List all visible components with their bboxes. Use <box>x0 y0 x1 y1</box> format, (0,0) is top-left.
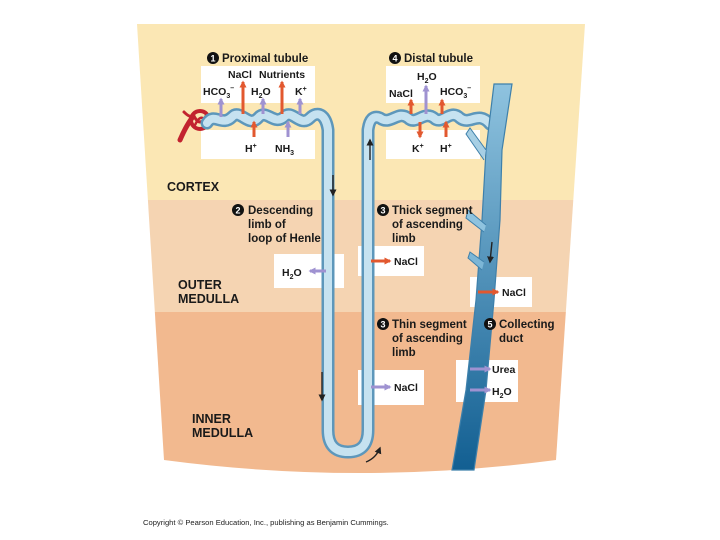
thick-title-line3: limb <box>392 233 416 245</box>
thin-title-line1: Thin segment <box>392 319 467 331</box>
descending-h2o-label: H2O <box>282 267 302 281</box>
section-3-thin-badge: 3 <box>377 318 389 330</box>
svg-text:5: 5 <box>487 320 492 330</box>
proximal-top-panel <box>201 66 315 103</box>
collecting-duct <box>451 83 513 471</box>
proximal-tubule-title: Proximal tubule <box>222 53 308 65</box>
thick-title-line2: of ascending <box>392 219 463 231</box>
proximal-nutrients-label: Nutrients <box>259 69 305 81</box>
outer-cd-nacl-label: NaCl <box>502 287 526 299</box>
cortex-zone <box>137 24 585 200</box>
thick-nacl-label: NaCl <box>394 256 418 268</box>
thin-nacl-label: NaCl <box>394 382 418 394</box>
nephron-tubule <box>200 107 497 459</box>
distal-hco3-label: HCO3– <box>440 85 471 100</box>
tubule-lumen <box>203 110 494 456</box>
cortex-label: CORTEX <box>167 180 220 194</box>
copyright-notice: Copyright © Pearson Education, Inc., pub… <box>143 518 389 527</box>
proximal-transport-arrows <box>217 80 304 137</box>
descending-title-line2: limb of <box>248 219 286 231</box>
distal-top-panel <box>386 66 480 103</box>
proximal-k-label: K+ <box>295 86 307 98</box>
proximal-nacl-label: NaCl <box>228 69 252 81</box>
thin-title-line3: limb <box>392 347 416 359</box>
svg-text:3: 3 <box>380 206 385 216</box>
thin-title-line2: of ascending <box>392 333 463 345</box>
distal-nacl-label: NaCl <box>389 88 413 100</box>
svg-text:3: 3 <box>380 320 385 330</box>
descending-title-line1: Descending <box>248 205 313 217</box>
section-2-badge: 2 <box>232 204 244 216</box>
section-4-badge: 4 <box>389 52 401 64</box>
svg-text:2: 2 <box>235 206 240 216</box>
cd-h2o-label: H2O <box>492 386 512 400</box>
proximal-h2o-label: H2O <box>251 86 271 100</box>
distal-tubule-title: Distal tubule <box>404 53 473 65</box>
loop-turn-arrow <box>365 446 382 463</box>
proximal-h-label: H+ <box>245 143 257 155</box>
urea-label: Urea <box>492 364 516 376</box>
section-1-badge: 1 <box>207 52 219 64</box>
collecting-title-line2: duct <box>499 333 523 345</box>
distal-h-label: H+ <box>440 143 452 155</box>
collecting-title-line1: Collecting <box>499 319 555 331</box>
outer-medulla-label: MEDULLA <box>178 292 239 306</box>
flow-arrows <box>318 138 495 463</box>
distal-k-label: K+ <box>412 143 424 155</box>
inner-medulla-label: MEDULLA <box>192 426 253 440</box>
outer-label: OUTER <box>178 278 222 292</box>
distal-transport-arrows <box>407 84 450 139</box>
svg-text:4: 4 <box>392 54 397 64</box>
proximal-bottom-panel <box>201 130 315 159</box>
distal-h2o-label: H2O <box>417 71 437 85</box>
loop-transport-arrows <box>308 257 500 394</box>
section-3-thick-badge: 3 <box>377 204 389 216</box>
proximal-nh3-label: NH3 <box>275 143 294 157</box>
proximal-hco3-label: HCO3– <box>203 85 234 100</box>
distal-bottom-panel <box>386 130 480 159</box>
descending-title-line3: loop of Henle <box>248 233 321 245</box>
svg-text:1: 1 <box>210 54 215 64</box>
duct-flow-arrow <box>487 241 495 264</box>
thick-title-line1: Thick segment <box>392 205 473 217</box>
inner-label: INNER <box>192 412 231 426</box>
section-5-badge: 5 <box>484 318 496 330</box>
